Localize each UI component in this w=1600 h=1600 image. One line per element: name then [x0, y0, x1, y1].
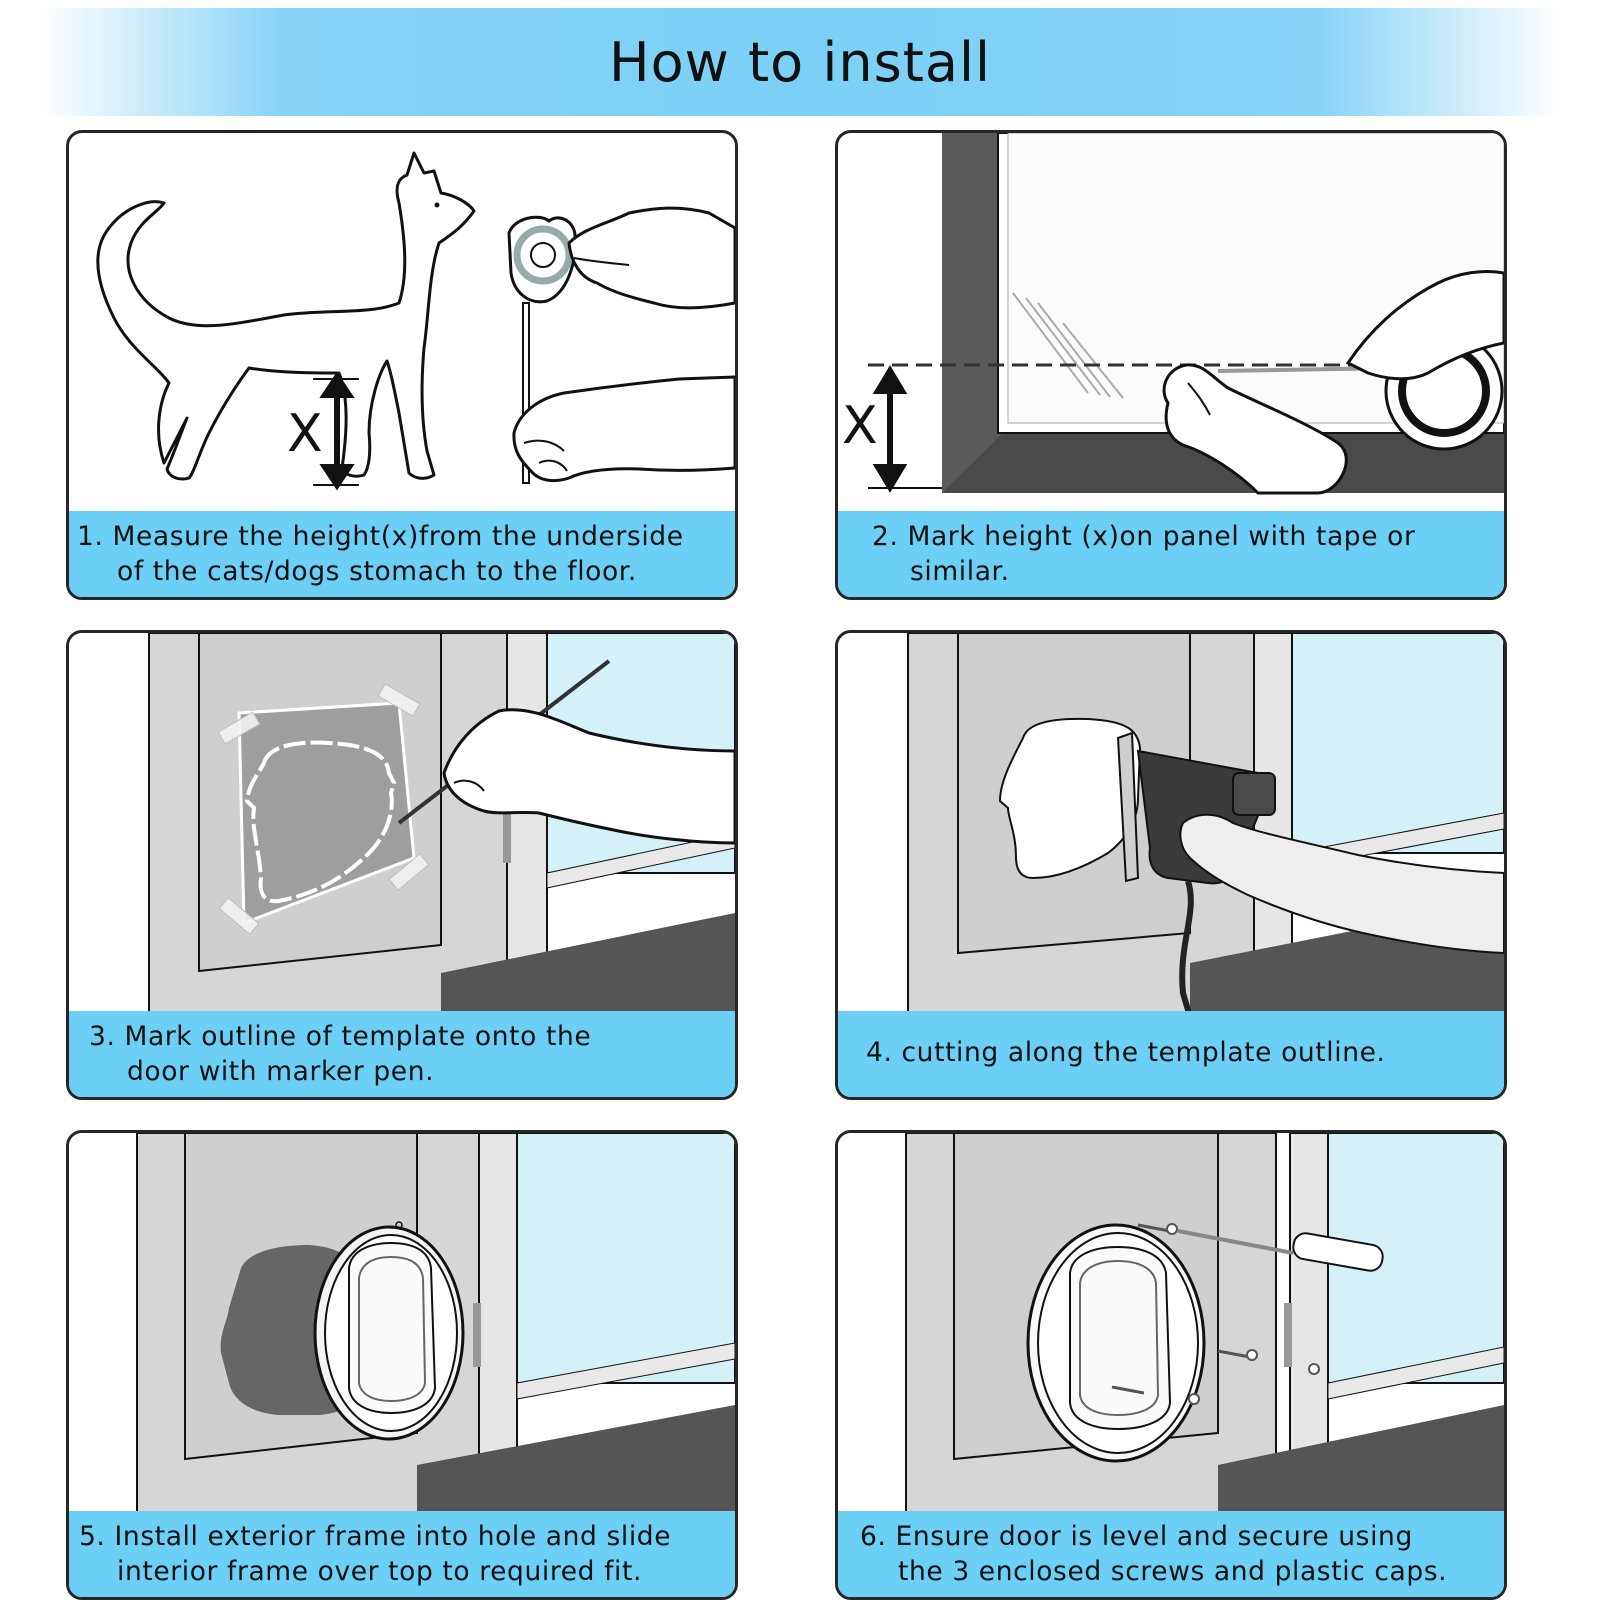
height-arrow: [872, 365, 908, 493]
mark-outline-illustration: [69, 633, 735, 1017]
step-1-illustration: X: [69, 133, 735, 517]
hand-icon: [512, 375, 735, 483]
page-title: How to install: [609, 30, 991, 94]
height-label: X: [287, 404, 323, 464]
step-1-caption: 1. Measure the height(x)from the undersi…: [69, 511, 735, 597]
caption-line-1: 5. Install exterior frame into hole and …: [79, 1521, 672, 1552]
step-1-panel: X 1. Measure the height(x)from the under…: [66, 130, 738, 600]
caption-line-1: 4. cutting along the template outline.: [866, 1037, 1386, 1068]
cat-flap-frame-icon: [1026, 1223, 1206, 1463]
cut-hole-outline: [998, 717, 1142, 880]
hand-icon: [1162, 363, 1348, 495]
tape-measure-icon: [507, 215, 577, 484]
caption-line-2: the 3 enclosed screws and plastic caps.: [898, 1556, 1448, 1587]
step-2-illustration: X: [838, 133, 1504, 517]
step-2-caption: 2. Mark height (x)on panel with tape or …: [838, 511, 1504, 597]
cutting-illustration: [838, 633, 1504, 1017]
caption-line-1: 6. Ensure door is level and secure using: [860, 1521, 1413, 1552]
caption-line-1: 3. Mark outline of template onto the: [89, 1021, 592, 1052]
caption-line-1: 2. Mark height (x)on panel with tape or: [872, 521, 1416, 552]
measure-cat-illustration: X: [96, 151, 735, 491]
step-6-panel: 6. Ensure door is level and secure using…: [835, 1130, 1507, 1600]
step-5-panel: 5. Install exterior frame into hole and …: [66, 1130, 738, 1600]
install-frame-illustration: [69, 1133, 735, 1517]
secure-screws-illustration: [838, 1133, 1504, 1517]
step-4-caption: 4. cutting along the template outline.: [838, 1011, 1504, 1097]
step-5-illustration: [69, 1133, 735, 1517]
hand-icon: [1179, 813, 1504, 955]
title-banner: How to install: [40, 8, 1560, 116]
caption-line-2: of the cats/dogs stomach to the floor.: [117, 556, 637, 587]
step-6-illustration: [838, 1133, 1504, 1517]
caption-line-2: similar.: [910, 556, 1010, 587]
step-4-illustration: [838, 633, 1504, 1017]
cat-icon: [96, 151, 476, 481]
step-3-caption: 3. Mark outline of template onto the doo…: [69, 1011, 735, 1097]
step-6-caption: 6. Ensure door is level and secure using…: [838, 1511, 1504, 1597]
height-arrow: [319, 371, 355, 491]
screw-icon: [1111, 1223, 1251, 1395]
hand-icon: [567, 206, 735, 310]
mark-height-illustration: X: [842, 133, 1504, 495]
template-outline: [244, 740, 397, 904]
step-3-illustration: [69, 633, 735, 1017]
caption-line-2: interior frame over top to required fit.: [117, 1556, 643, 1587]
caption-line-2: door with marker pen.: [127, 1056, 435, 1087]
caption-line-1: 1. Measure the height(x)from the undersi…: [77, 521, 684, 552]
plastic-cap-icon: [1166, 1223, 1320, 1405]
cat-flap-frame-icon: [313, 1221, 465, 1441]
screwdriver-icon: [1177, 1229, 1384, 1272]
step-4-panel: 4. cutting along the template outline.: [835, 630, 1507, 1100]
hand-icon: [442, 708, 735, 845]
step-5-caption: 5. Install exterior frame into hole and …: [69, 1511, 735, 1597]
step-3-panel: 3. Mark outline of template onto the doo…: [66, 630, 738, 1100]
hand-icon: [1345, 269, 1504, 381]
height-label: X: [842, 396, 878, 456]
step-2-panel: X 2. Mark height (x)on panel with tape o…: [835, 130, 1507, 600]
